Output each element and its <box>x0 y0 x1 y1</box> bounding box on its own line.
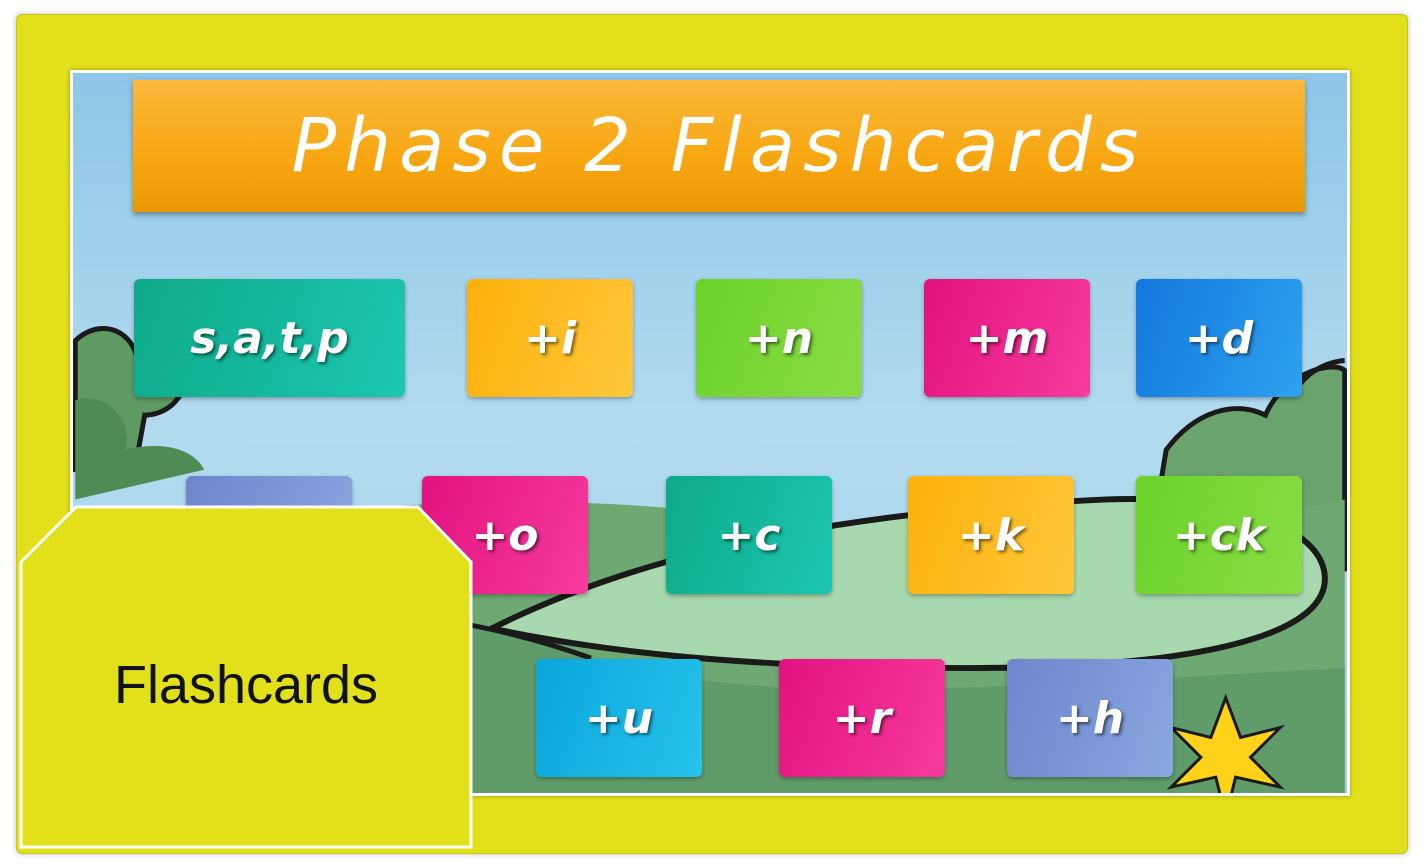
flashcard-i[interactable]: +i <box>467 279 633 397</box>
flashcards-tab[interactable]: Flashcards <box>18 504 474 850</box>
flashcard-u[interactable]: +u <box>536 659 702 777</box>
flashcard-r[interactable]: +r <box>779 659 945 777</box>
flashcard-m[interactable]: +m <box>924 279 1090 397</box>
flashcard-satp[interactable]: s,a,t,p <box>134 279 405 397</box>
tab-label: Flashcards <box>113 655 379 715</box>
page-title: Phase 2 Flashcards <box>291 103 1147 189</box>
flashcard-ck[interactable]: +ck <box>1136 476 1302 594</box>
flashcard-h[interactable]: +h <box>1007 659 1173 777</box>
flashcard-n[interactable]: +n <box>696 279 862 397</box>
flashcard-d[interactable]: +d <box>1136 279 1302 397</box>
flashcard-k[interactable]: +k <box>908 476 1074 594</box>
title-banner: Phase 2 Flashcards <box>133 80 1305 212</box>
tab-shape <box>19 505 473 849</box>
flashcard-c[interactable]: +c <box>666 476 832 594</box>
